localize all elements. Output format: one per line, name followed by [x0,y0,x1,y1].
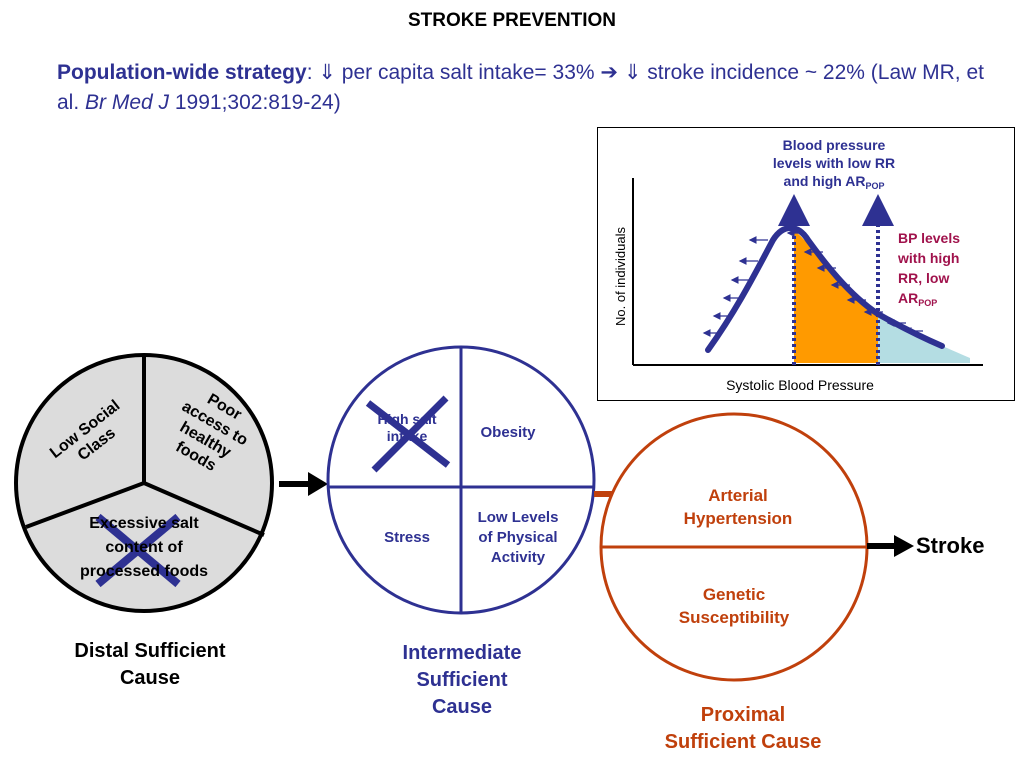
svg-text:levels with low RR: levels with low RR [773,155,895,171]
intermediate-circle [326,345,596,615]
arrow-proximal-to-stroke [867,535,914,557]
svg-text:with high: with high [897,250,959,266]
intermediate-caption: Intermediate Sufficient Cause [402,642,522,718]
slice-excessive-salt: Excessive salt content of processed food… [79,515,209,580]
slice-low-social-class: Low Social Class [46,397,124,465]
journal-name: Br Med J [85,91,170,114]
bp-distribution-chart: No. of individuals Systolic Blood Pressu… [613,137,983,393]
slide-title: STROKE PREVENTION [408,10,616,31]
orange-area [794,230,878,363]
cell-high-salt-intake: High salt intake [377,411,437,444]
cell-stress: Stress [384,529,430,546]
citation: 1991;302:819-24) [169,91,341,114]
svg-text:BP levels: BP levels [898,230,960,246]
bp-distribution-panel: No. of individuals Systolic Blood Pressu… [597,127,1015,401]
arrow-distal-to-intermediate [279,472,328,496]
cell-obesity: Obesity [480,424,536,441]
strategy-colon: : [306,61,313,84]
shift-arrows [702,229,923,337]
distal-caption: Distal Sufficient Cause [74,640,226,689]
proximal-caption: Proximal Sufficient Cause [664,704,822,753]
x-axis-label: Systolic Blood Pressure [726,377,874,393]
svg-text:ARPOP: ARPOP [898,290,937,308]
cell-genetic-susceptibility: Genetic Susceptibility [678,585,790,627]
svg-text:Blood pressure: Blood pressure [783,137,886,153]
cell-low-physical-activity: Low Levels of Physical Activity [477,509,559,566]
slice-poor-access-healthy-foods: Poor access to healthy foods [172,390,251,475]
cell-arterial-hypertension: Arterial Hypertension [683,486,793,528]
outcome-stroke: Stroke [916,533,985,558]
low-rr-label: Blood pressure levels with low RR and hi… [773,137,895,191]
svg-text:RR, low: RR, low [898,270,949,286]
high-rr-label: BP levels with high RR, low ARPOP [897,230,960,308]
y-axis-label: No. of individuals [613,227,628,326]
strategy-statement: Population-wide strategy: ⇓ per capita s… [57,58,1007,118]
strategy-label: Population-wide strategy [57,61,307,84]
svg-text:and high ARPOP: and high ARPOP [784,173,885,191]
proximal-circle [599,412,869,682]
strategy-text: ⇓ per capita salt intake= 33% ➔ ⇓ stroke… [57,61,984,114]
